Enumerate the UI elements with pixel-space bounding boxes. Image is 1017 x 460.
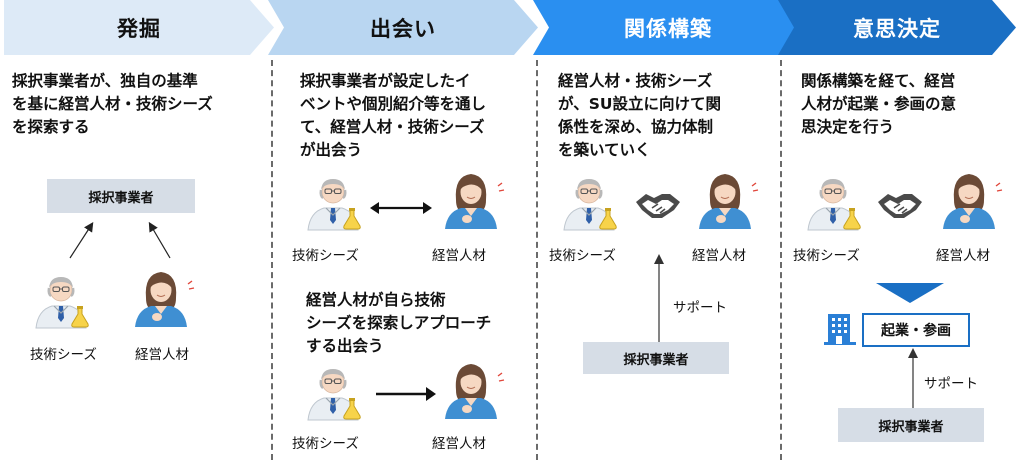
manager-caption: 経営人材	[432, 436, 486, 452]
handshake-icon	[877, 193, 923, 219]
support-arrow	[908, 348, 918, 408]
adopter-box: 採択事業者	[838, 408, 984, 442]
desc-line: 経営人材が自ら技術	[306, 291, 446, 309]
adopter-box: 採択事業者	[47, 179, 195, 213]
desc-line: が、SU設立に向けて関	[558, 95, 721, 113]
desc-line: 経営人材・技術シーズ	[558, 72, 713, 90]
tech-seeds-figure	[306, 177, 362, 232]
desc-line: 採択事業者が、独自の基準	[12, 72, 198, 90]
desc-line: ベントや個別紹介等を通し	[300, 95, 487, 113]
desc-line: する出会う	[306, 337, 384, 355]
tech-seeds-figure	[306, 367, 362, 422]
support-caption: サポート	[673, 300, 727, 316]
tech-seeds-caption: 技術シーズ	[292, 248, 359, 264]
desc-line: が出会う	[300, 141, 363, 159]
desc-line: 思決定を行う	[801, 118, 895, 136]
stage-header-discover: 発掘	[4, 0, 274, 55]
tech-seeds-figure	[806, 177, 862, 232]
stage-description: 採択事業者が、独自の基準 を基に経営人材・技術シーズ を探索する	[12, 70, 270, 139]
stage-header-relationship: 関係構築	[533, 0, 803, 55]
manager-caption: 経営人材	[692, 248, 746, 264]
manager-caption: 経営人材	[432, 248, 486, 264]
column-divider	[780, 60, 782, 460]
handshake-icon	[635, 193, 681, 219]
desc-line: シーズを探索しアプローチ	[306, 314, 492, 332]
desc-line: を探索する	[12, 118, 90, 136]
manager-figure	[444, 173, 505, 230]
stage-title: 発掘	[117, 16, 161, 41]
stage-description: 採択事業者が設定したイ ベントや個別紹介等を通し て、経営人材・技術シーズ が出…	[300, 70, 535, 162]
stage-description: 関係構築を経て、経営 人材が起業・参画の意 思決定を行う	[801, 70, 1013, 139]
down-triangle	[876, 283, 944, 303]
manager-caption: 経営人材	[135, 347, 189, 363]
manager-figure	[444, 363, 505, 420]
desc-line: 関係構築を経て、経営	[801, 72, 956, 90]
stage-title: 出会い	[370, 16, 436, 41]
tech-seeds-figure	[34, 275, 90, 330]
tech-seeds-caption: 技術シーズ	[292, 436, 359, 452]
startup-box: 起業・参画	[862, 313, 970, 347]
column-divider	[536, 60, 538, 460]
column-divider	[271, 60, 273, 460]
desc-line: 係性を深め、協力体制	[558, 118, 714, 136]
manager-figure	[698, 173, 759, 230]
one-way-arrow	[376, 387, 436, 401]
stage-header-meet: 出会い	[268, 0, 538, 55]
adopter-box: 採択事業者	[583, 342, 729, 374]
desc-line: を基に経営人材・技術シーズ	[12, 95, 213, 113]
desc-line: て、経営人材・技術シーズ	[300, 118, 485, 136]
manager-figure	[942, 173, 1003, 230]
building-icon	[824, 314, 856, 345]
arrows-to-adopter	[69, 221, 171, 259]
support-arrow	[654, 254, 664, 344]
tech-seeds-caption: 技術シーズ	[793, 248, 860, 264]
tech-seeds-caption: 技術シーズ	[30, 347, 97, 363]
stage-title: 意思決定	[853, 16, 941, 41]
approach-description: 経営人材が自ら技術 シーズを探索しアプローチ する出会う	[306, 289, 531, 358]
desc-line: を築いていく	[558, 141, 651, 159]
desc-line: 人材が起業・参画の意	[801, 95, 957, 113]
manager-caption: 経営人材	[936, 248, 990, 264]
desc-line: 採択事業者が設定したイ	[300, 72, 471, 90]
manager-figure	[134, 271, 195, 328]
stage-title: 関係構築	[624, 16, 712, 41]
support-caption: サポート	[924, 376, 978, 392]
two-way-arrow	[370, 202, 432, 214]
stage-header-decision: 意思決定	[778, 0, 1016, 55]
stage-description: 経営人材・技術シーズ が、SU設立に向けて関 係性を深め、協力体制 を築いていく	[558, 70, 778, 162]
tech-seeds-figure	[562, 177, 618, 232]
tech-seeds-caption: 技術シーズ	[549, 248, 616, 264]
